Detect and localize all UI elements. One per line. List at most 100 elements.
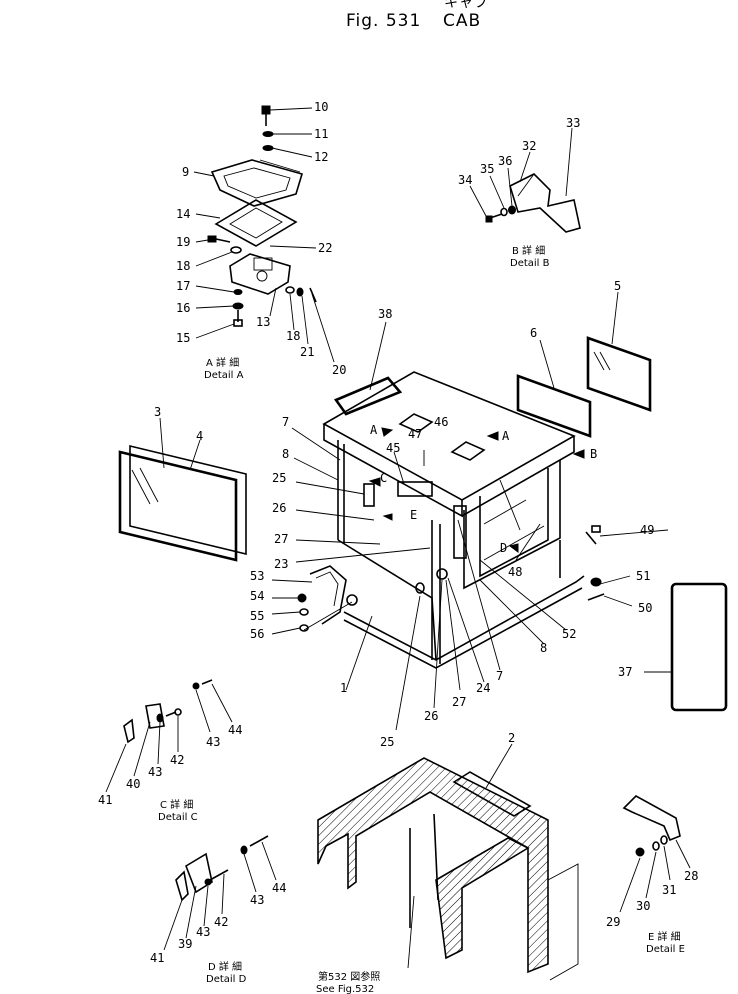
callout-27: 27 (274, 532, 288, 546)
detail-c-caption-jp: C 詳 細 (160, 798, 193, 811)
callout-12: 12 (314, 150, 328, 164)
view-arrow-letters: A A B C E D (370, 423, 597, 555)
detail-e-handle (622, 795, 681, 857)
callout-11: 11 (314, 127, 328, 141)
callout-27b: 27 (452, 695, 466, 709)
figure-number: Fig. 531 (346, 11, 422, 31)
leader-lines (105, 107, 691, 969)
callout-49: 49 (640, 523, 654, 537)
callout-34: 34 (458, 173, 472, 187)
callout-42c: 42 (170, 753, 184, 767)
callout-56: 56 (250, 627, 264, 641)
detail-a-roof-hatch (207, 105, 317, 327)
callout-1: 1 (340, 681, 347, 695)
callout-26: 26 (272, 501, 286, 515)
callout-18: 18 (176, 259, 190, 273)
callout-47: 47 (408, 427, 422, 441)
window-seal-37 (670, 582, 728, 712)
callout-23: 23 (274, 557, 288, 571)
lower-cab-frame-2 (317, 757, 579, 981)
callout-25b: 25 (380, 735, 394, 749)
callout-25: 25 (272, 471, 286, 485)
callout-32: 32 (522, 139, 536, 153)
see-fig-caption-jp: 第532 図参照 (318, 970, 380, 983)
detail-b-caption-jp: B 詳 細 (512, 244, 545, 257)
callout-21: 21 (300, 345, 314, 359)
callout-29: 29 (606, 915, 620, 929)
callout-7: 7 (282, 415, 289, 429)
callout-39: 39 (178, 937, 192, 951)
callout-50: 50 (638, 601, 652, 615)
detail-captions: B 詳 細 Detail B A 詳 細 Detail A C 詳 細 Deta… (158, 244, 685, 994)
callout-6: 6 (530, 326, 537, 340)
detail-d-caption-jp: D 詳 細 (208, 960, 242, 973)
detail-a-caption-jp: A 詳 細 (206, 356, 239, 369)
callout-48: 48 (508, 565, 522, 579)
callout-2: 2 (508, 731, 515, 745)
arrow-e: E (410, 508, 417, 522)
figure-title: CAB (443, 11, 482, 31)
callout-16: 16 (176, 301, 190, 315)
detail-a-caption: Detail A (204, 370, 244, 381)
detail-d-caption: Detail D (206, 974, 247, 985)
callout-41d: 41 (150, 951, 164, 965)
callout-51: 51 (636, 569, 650, 583)
callout-18b: 18 (286, 329, 300, 343)
callout-7b: 7 (496, 669, 503, 683)
callout-5: 5 (614, 279, 621, 293)
callout-38: 38 (378, 307, 392, 321)
callout-46: 46 (434, 415, 448, 429)
window-seal-6 (516, 374, 592, 438)
callout-41c: 41 (98, 793, 112, 807)
callout-10: 10 (314, 100, 328, 114)
arrow-b: B (590, 447, 597, 461)
callout-13: 13 (256, 315, 270, 329)
callout-43c: 43 (206, 735, 220, 749)
callout-14: 14 (176, 207, 190, 221)
callout-35: 35 (480, 162, 494, 176)
callout-44d: 44 (272, 881, 286, 895)
callout-4: 4 (196, 429, 203, 443)
detail-e-caption: Detail E (646, 944, 685, 955)
callout-9: 9 (182, 165, 189, 179)
arrow-a-left: A (370, 423, 378, 437)
callout-8: 8 (282, 447, 289, 461)
callout-20: 20 (332, 363, 346, 377)
callout-45: 45 (386, 441, 400, 455)
callout-15: 15 (176, 331, 190, 345)
detail-d-mount (175, 835, 269, 902)
arrow-a-right: A (502, 429, 510, 443)
callout-53: 53 (250, 569, 264, 583)
callout-40: 40 (126, 777, 140, 791)
callout-3: 3 (154, 405, 161, 419)
callout-43d: 43 (250, 893, 264, 907)
callout-28: 28 (684, 869, 698, 883)
detail-e-caption-jp: E 詳 細 (648, 930, 681, 943)
callout-52: 52 (562, 627, 576, 641)
callout-43c2: 43 (148, 765, 162, 779)
callout-44c: 44 (228, 723, 242, 737)
callout-8b: 8 (540, 641, 547, 655)
detail-c-caption: Detail C (158, 812, 198, 823)
callout-19: 19 (176, 235, 190, 249)
callout-33: 33 (566, 116, 580, 130)
detail-b-caption: Detail B (510, 258, 550, 269)
callout-24: 24 (476, 681, 490, 695)
callout-54: 54 (250, 589, 264, 603)
window-5 (586, 336, 652, 412)
callout-30: 30 (636, 899, 650, 913)
arrow-d: D (500, 541, 507, 555)
callout-37: 37 (618, 665, 632, 679)
callout-31: 31 (662, 883, 676, 897)
callout-17: 17 (176, 279, 190, 293)
callout-26b: 26 (424, 709, 438, 723)
callout-55: 55 (250, 609, 264, 623)
cab-body (297, 371, 605, 669)
callout-42d: 42 (214, 915, 228, 929)
callout-labels: 10 11 12 9 14 19 22 18 17 16 15 13 18 21… (98, 100, 698, 965)
callout-43d2: 43 (196, 925, 210, 939)
detail-b-bracket (485, 173, 581, 233)
arrow-c: C (380, 471, 387, 485)
side-window-3-4 (118, 444, 247, 562)
